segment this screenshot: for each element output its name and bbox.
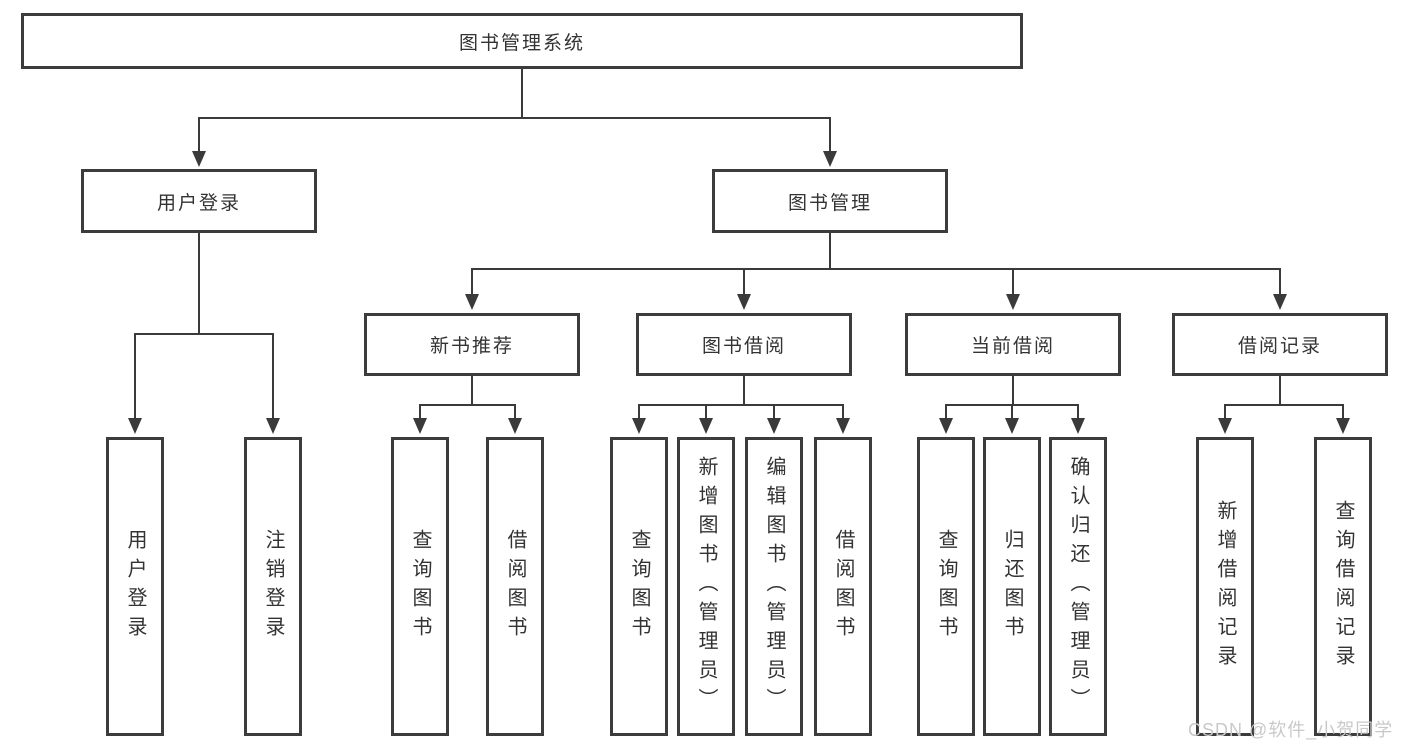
node-library-management-system: 图书管理系统 bbox=[21, 13, 1023, 69]
node-label: 新书推荐 bbox=[429, 336, 514, 357]
node-label: 借阅图书 bbox=[504, 528, 526, 645]
node-label: 查询图书 bbox=[409, 528, 431, 645]
node-label: 借阅图书 bbox=[832, 528, 854, 645]
leaf-user-login: 用户登录 bbox=[106, 437, 164, 736]
node-label: 归还图书 bbox=[1001, 528, 1023, 645]
leaf-edit-book-admin: 编辑图书（管理员） bbox=[745, 437, 803, 736]
node-label: 图书管理系统 bbox=[458, 32, 585, 54]
leaf-query-books-borrow: 查询图书 bbox=[610, 437, 668, 736]
node-label: 图书借阅 bbox=[701, 336, 786, 357]
leaf-confirm-return-admin: 确认归还（管理员） bbox=[1049, 437, 1107, 736]
node-label: 当前借阅 bbox=[970, 336, 1055, 357]
leaf-query-borrow-record: 查询借阅记录 bbox=[1314, 437, 1372, 736]
leaf-add-book-admin: 新增图书（管理员） bbox=[677, 437, 735, 736]
node-label: 新增借阅记录 bbox=[1214, 499, 1236, 674]
node-label: 确认归还（管理员） bbox=[1067, 456, 1089, 717]
node-label: 用户登录 bbox=[156, 192, 241, 214]
node-label: 注销登录 bbox=[262, 528, 284, 645]
node-user-login: 用户登录 bbox=[81, 169, 317, 233]
node-current-borrow: 当前借阅 bbox=[905, 313, 1121, 376]
node-book-borrow: 图书借阅 bbox=[636, 313, 852, 376]
leaf-borrow-books-borrow: 借阅图书 bbox=[814, 437, 872, 736]
node-label: 编辑图书（管理员） bbox=[763, 456, 785, 717]
node-label: 查询图书 bbox=[628, 528, 650, 645]
leaf-logout: 注销登录 bbox=[244, 437, 302, 736]
leaf-return-book: 归还图书 bbox=[983, 437, 1041, 736]
node-label: 图书管理 bbox=[787, 192, 872, 214]
node-borrow-records: 借阅记录 bbox=[1172, 313, 1388, 376]
node-label: 查询借阅记录 bbox=[1332, 499, 1354, 674]
node-label: 借阅记录 bbox=[1237, 336, 1322, 357]
leaf-query-books-recommend: 查询图书 bbox=[391, 437, 449, 736]
node-label: 新增图书（管理员） bbox=[695, 456, 717, 717]
node-new-book-recommend: 新书推荐 bbox=[364, 313, 580, 376]
node-label: 查询图书 bbox=[935, 528, 957, 645]
leaf-add-borrow-record: 新增借阅记录 bbox=[1196, 437, 1254, 736]
node-label: 用户登录 bbox=[124, 528, 146, 645]
node-book-management: 图书管理 bbox=[712, 169, 948, 233]
leaf-borrow-books-recommend: 借阅图书 bbox=[486, 437, 544, 736]
leaf-query-books-current: 查询图书 bbox=[917, 437, 975, 736]
